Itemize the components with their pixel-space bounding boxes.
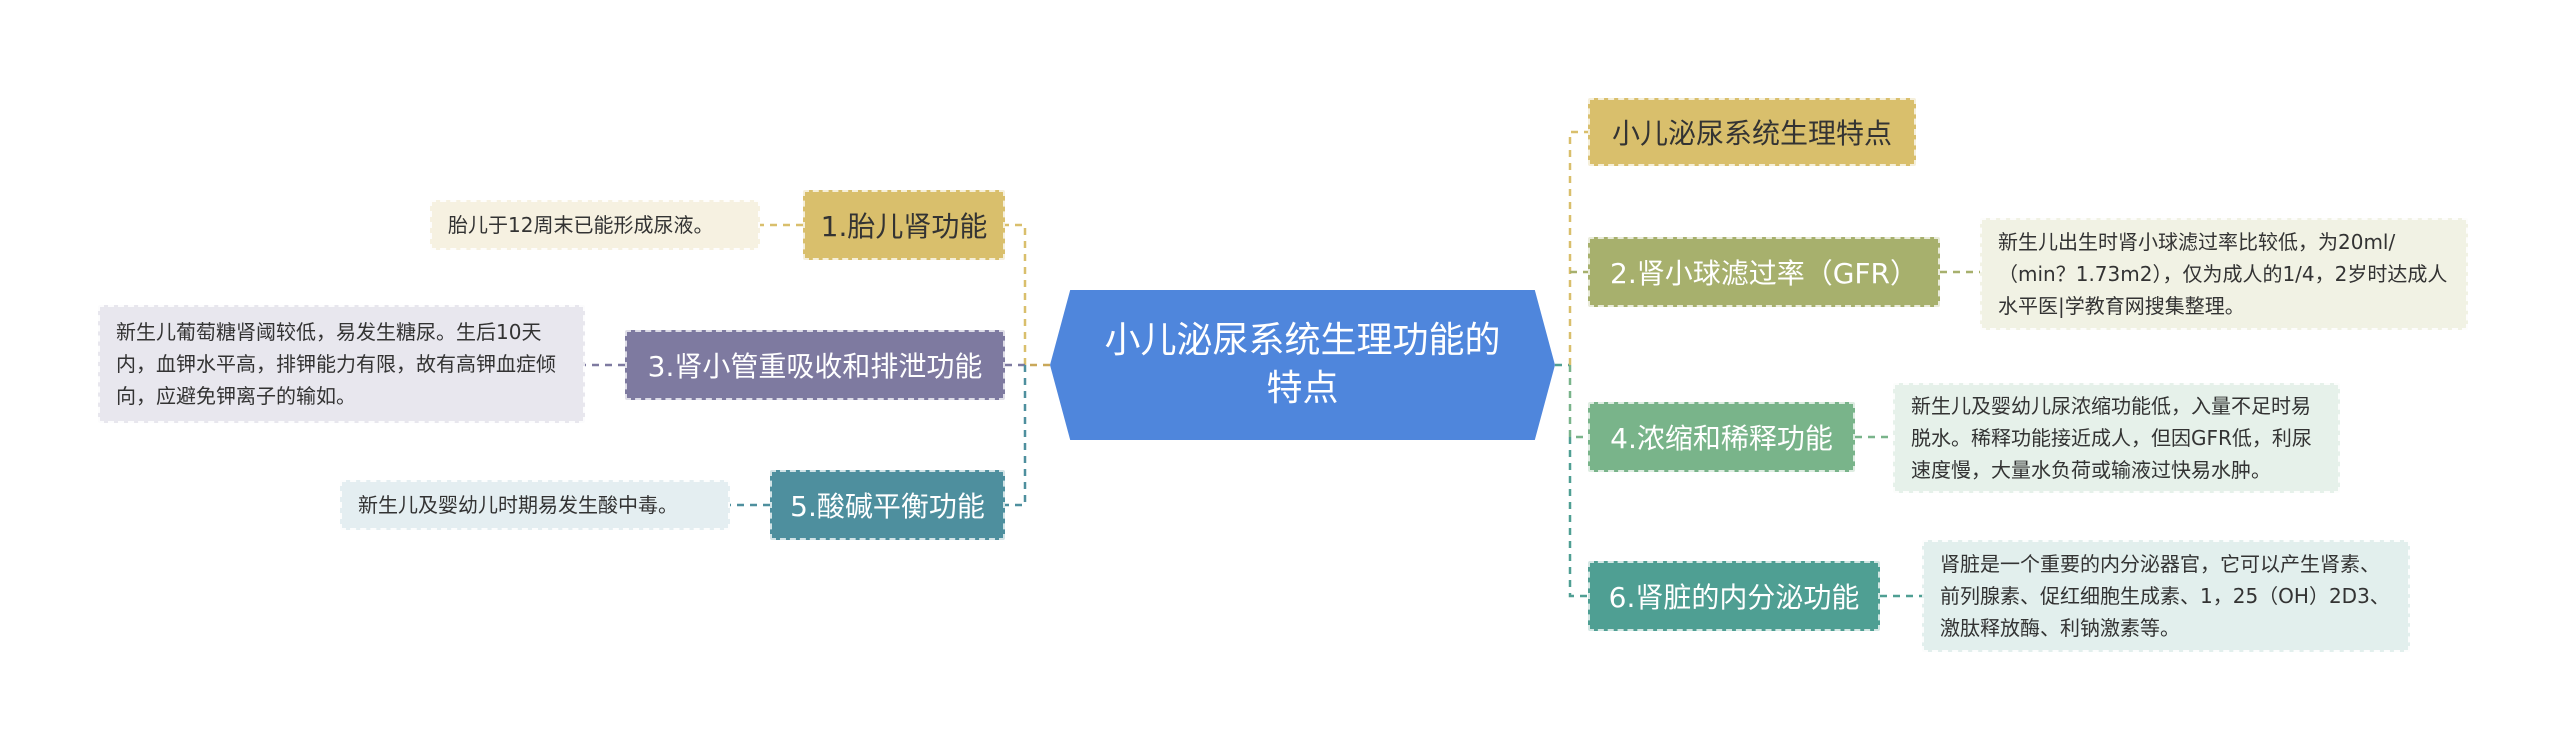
note-text: 新生儿出生时肾小球滤过率比较低，为20ml/（min？1.73m2），仅为成人的… xyxy=(1998,230,2448,318)
branch-label: 6.肾脏的内分泌功能 xyxy=(1608,581,1860,614)
note-fetal-kidney[interactable]: 胎儿于12周末已能形成尿液。 xyxy=(430,200,760,250)
note-endocrine-function[interactable]: 肾脏是一个重要的内分泌器官，它可以产生肾素、前列腺素、促红细胞生成素、1，25（… xyxy=(1922,540,2410,652)
note-text: 新生儿葡萄糖肾阈较低，易发生糖尿。生后10天内，血钾水平高，排钾能力有限，故有高… xyxy=(116,320,556,408)
branch-concentration-dilution[interactable]: 4.浓缩和稀释功能 xyxy=(1588,402,1855,472)
branch-gfr[interactable]: 2.肾小球滤过率（GFR） xyxy=(1588,237,1940,307)
branch-label: 小儿泌尿系统生理特点 xyxy=(1611,117,1892,150)
note-text: 新生儿及婴幼儿尿浓缩功能低，入量不足时易脱水。稀释功能接近成人，但因GFR低，利… xyxy=(1911,394,2312,482)
branch-tubular-function[interactable]: 3.肾小管重吸收和排泄功能 xyxy=(625,330,1005,400)
note-text: 肾脏是一个重要的内分泌器官，它可以产生肾素、前列腺素、促红细胞生成素、1，25（… xyxy=(1940,552,2390,640)
central-topic[interactable]: 小儿泌尿系统生理功能的特点 xyxy=(1050,290,1555,440)
branch-label: 3.肾小管重吸收和排泄功能 xyxy=(647,350,983,383)
branch-endocrine-function[interactable]: 6.肾脏的内分泌功能 xyxy=(1588,561,1880,631)
branch-physiology-features[interactable]: 小儿泌尿系统生理特点 xyxy=(1588,98,1916,166)
note-text: 新生儿及婴幼儿时期易发生酸中毒。 xyxy=(358,493,678,517)
note-acid-base[interactable]: 新生儿及婴幼儿时期易发生酸中毒。 xyxy=(340,480,730,530)
note-text: 胎儿于12周末已能形成尿液。 xyxy=(448,213,714,237)
branch-acid-base[interactable]: 5.酸碱平衡功能 xyxy=(770,470,1005,540)
branch-fetal-kidney[interactable]: 1.胎儿肾功能 xyxy=(803,190,1005,260)
note-gfr[interactable]: 新生儿出生时肾小球滤过率比较低，为20ml/（min？1.73m2），仅为成人的… xyxy=(1980,218,2468,330)
branch-label: 4.浓缩和稀释功能 xyxy=(1610,422,1833,455)
central-topic-label: 小儿泌尿系统生理功能的特点 xyxy=(1104,320,1501,409)
branch-label: 1.胎儿肾功能 xyxy=(820,210,988,243)
note-tubular-function[interactable]: 新生儿葡萄糖肾阈较低，易发生糖尿。生后10天内，血钾水平高，排钾能力有限，故有高… xyxy=(98,305,585,423)
branch-label: 2.肾小球滤过率（GFR） xyxy=(1610,257,1918,290)
branch-label: 5.酸碱平衡功能 xyxy=(790,490,985,523)
note-concentration-dilution[interactable]: 新生儿及婴幼儿尿浓缩功能低，入量不足时易脱水。稀释功能接近成人，但因GFR低，利… xyxy=(1893,383,2340,493)
